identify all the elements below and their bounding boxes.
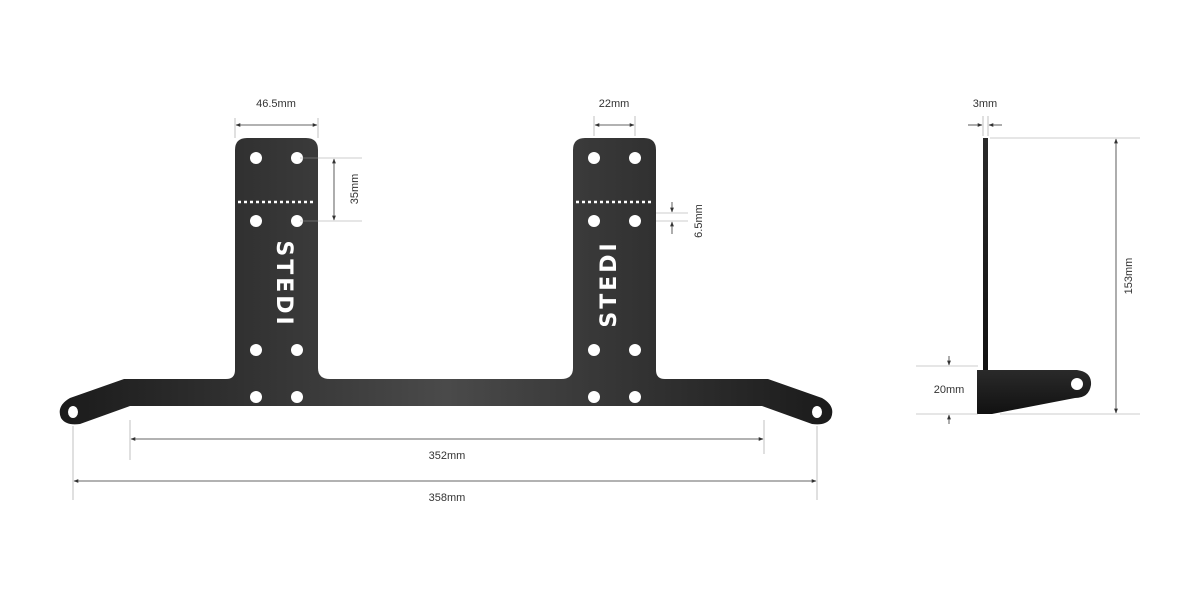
right-tab-hole bbox=[629, 391, 641, 403]
left-tab-width-label: 46.5mm bbox=[256, 98, 296, 110]
thickness-label: 3mm bbox=[973, 98, 997, 110]
right-tab-width-label: 22mm bbox=[599, 98, 630, 110]
left-tab-hole bbox=[291, 215, 303, 227]
right-tab-logo: STEDI bbox=[597, 240, 622, 327]
bracket-front-body bbox=[59, 138, 833, 425]
right-tab-hole bbox=[629, 344, 641, 356]
side-view: 3mm 153mm 20mm bbox=[916, 98, 1140, 424]
right-tab-hole bbox=[588, 344, 600, 356]
right-end-hole bbox=[812, 406, 822, 418]
left-tab-hole bbox=[250, 391, 262, 403]
thickness-dimension: 3mm bbox=[968, 98, 1002, 136]
perforation-offset-dimension: 6.5mm bbox=[656, 202, 705, 238]
right-tab-hole bbox=[629, 152, 641, 164]
left-tab-hole bbox=[291, 391, 303, 403]
hole-spacing-dimension: 35mm bbox=[300, 157, 362, 222]
overall-length-label: 358mm bbox=[429, 492, 466, 504]
bracket-side-plate bbox=[983, 138, 988, 370]
right-tab-hole bbox=[588, 215, 600, 227]
left-tab-hole bbox=[250, 215, 262, 227]
right-tab-hole bbox=[588, 152, 600, 164]
perforation-offset-label: 6.5mm bbox=[693, 204, 705, 238]
left-tab-width-dimension: 46.5mm bbox=[234, 98, 319, 138]
height-dimension: 153mm bbox=[990, 137, 1140, 415]
overall-length-dimension: 358mm bbox=[72, 426, 818, 504]
foot-height-label: 20mm bbox=[934, 384, 965, 396]
left-tab-hole bbox=[291, 344, 303, 356]
right-tab-hole bbox=[588, 391, 600, 403]
height-label: 153mm bbox=[1123, 258, 1135, 295]
left-tab-hole bbox=[250, 152, 262, 164]
left-tab-hole bbox=[250, 344, 262, 356]
bracket-side-foot bbox=[977, 370, 1092, 414]
left-tab-logo: STEDI bbox=[271, 240, 296, 327]
right-tab-width-dimension: 22mm bbox=[593, 98, 636, 136]
hole-spacing-label: 35mm bbox=[349, 174, 361, 205]
right-tab-hole bbox=[629, 215, 641, 227]
front-view: STEDI STEDI 46.5mm 22mm 35mm bbox=[59, 98, 833, 504]
inner-span-dimension: 352mm bbox=[129, 420, 765, 462]
side-foot-hole bbox=[1071, 378, 1083, 390]
inner-span-label: 352mm bbox=[429, 450, 466, 462]
left-end-hole bbox=[68, 406, 78, 418]
foot-height-dimension: 20mm bbox=[916, 356, 978, 424]
left-tab-hole bbox=[291, 152, 303, 164]
